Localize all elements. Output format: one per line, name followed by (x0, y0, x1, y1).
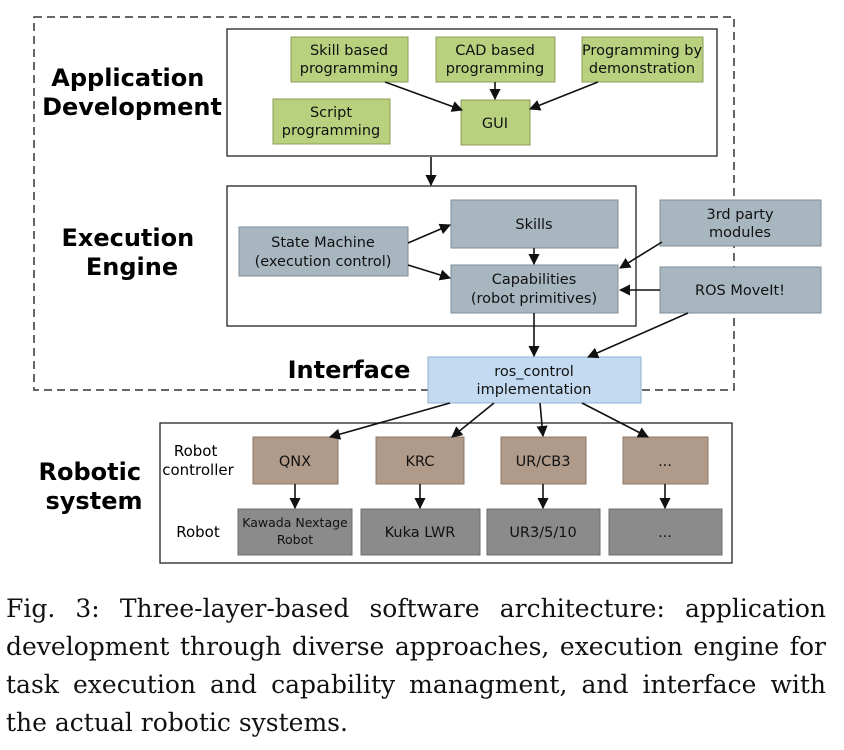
robotic-system-box (159, 422, 733, 564)
svg-text:Skills: Skills (515, 217, 552, 233)
node-gui: GUI (460, 99, 531, 146)
svg-text:UR/CB3: UR/CB3 (516, 454, 571, 470)
node-state-machine: State Machine(execution control) (238, 226, 409, 277)
row-label-robot: Robot (176, 523, 220, 541)
robot-ur: UR3/5/10 (486, 508, 601, 556)
arrow-skill-to-gui (384, 81, 464, 112)
layer-label-robotic: Robotic system (39, 458, 150, 515)
figure-caption: Fig. 3: Three-layer-based software archi… (6, 594, 826, 737)
arrow-ros-control-to-more (581, 402, 649, 438)
application-development-box (226, 28, 718, 157)
node-skills: Skills (450, 199, 619, 249)
svg-text:QNX: QNX (279, 454, 311, 470)
arrow-ros-control-to-ur (536, 402, 548, 438)
svg-text:Capabilities(robot primitives): Capabilities(robot primitives) (471, 272, 597, 307)
arrow-moveit-to-ros-control (586, 312, 689, 359)
svg-text:UR3/5/10: UR3/5/10 (509, 525, 576, 541)
svg-text:Kuka LWR: Kuka LWR (385, 525, 456, 541)
controller-krc: KRC (375, 436, 465, 485)
node-ros-moveit: ROS MoveIt! (659, 266, 822, 314)
architecture-diagram: Application Development Execution Engine… (33, 16, 822, 564)
layer-label-application: Application Development (42, 64, 222, 121)
node-capabilities: Capabilities(robot primitives) (450, 264, 619, 314)
svg-text:GUI: GUI (482, 116, 508, 132)
layer-label-interface: Interface (288, 356, 411, 384)
arrow-third-party-to-capabilities (619, 241, 663, 269)
svg-text:State Machine(execution contro: State Machine(execution control) (255, 235, 392, 270)
row-label-robot-controller: Robot controller (162, 442, 234, 479)
controller-ur-cb3: UR/CB3 (500, 436, 587, 485)
svg-text:KRC: KRC (406, 454, 435, 470)
layer-label-execution: Execution Engine (61, 224, 202, 281)
arrow-demo-to-gui (528, 81, 599, 111)
svg-text:ROS MoveIt!: ROS MoveIt! (695, 283, 785, 299)
robot-more: ... (608, 508, 723, 556)
controller-qnx: QNX (252, 436, 339, 485)
arrow-state-to-capabilities (407, 264, 452, 281)
svg-text:...: ... (658, 525, 672, 541)
arrow-state-to-skills (407, 223, 452, 244)
arrow-ros-control-to-qnx (328, 402, 451, 440)
robot-kuka-lwr: Kuka LWR (360, 508, 481, 556)
arrow-ros-control-to-krc (451, 402, 495, 438)
svg-text:...: ... (658, 454, 672, 470)
controller-more: ... (622, 436, 709, 485)
